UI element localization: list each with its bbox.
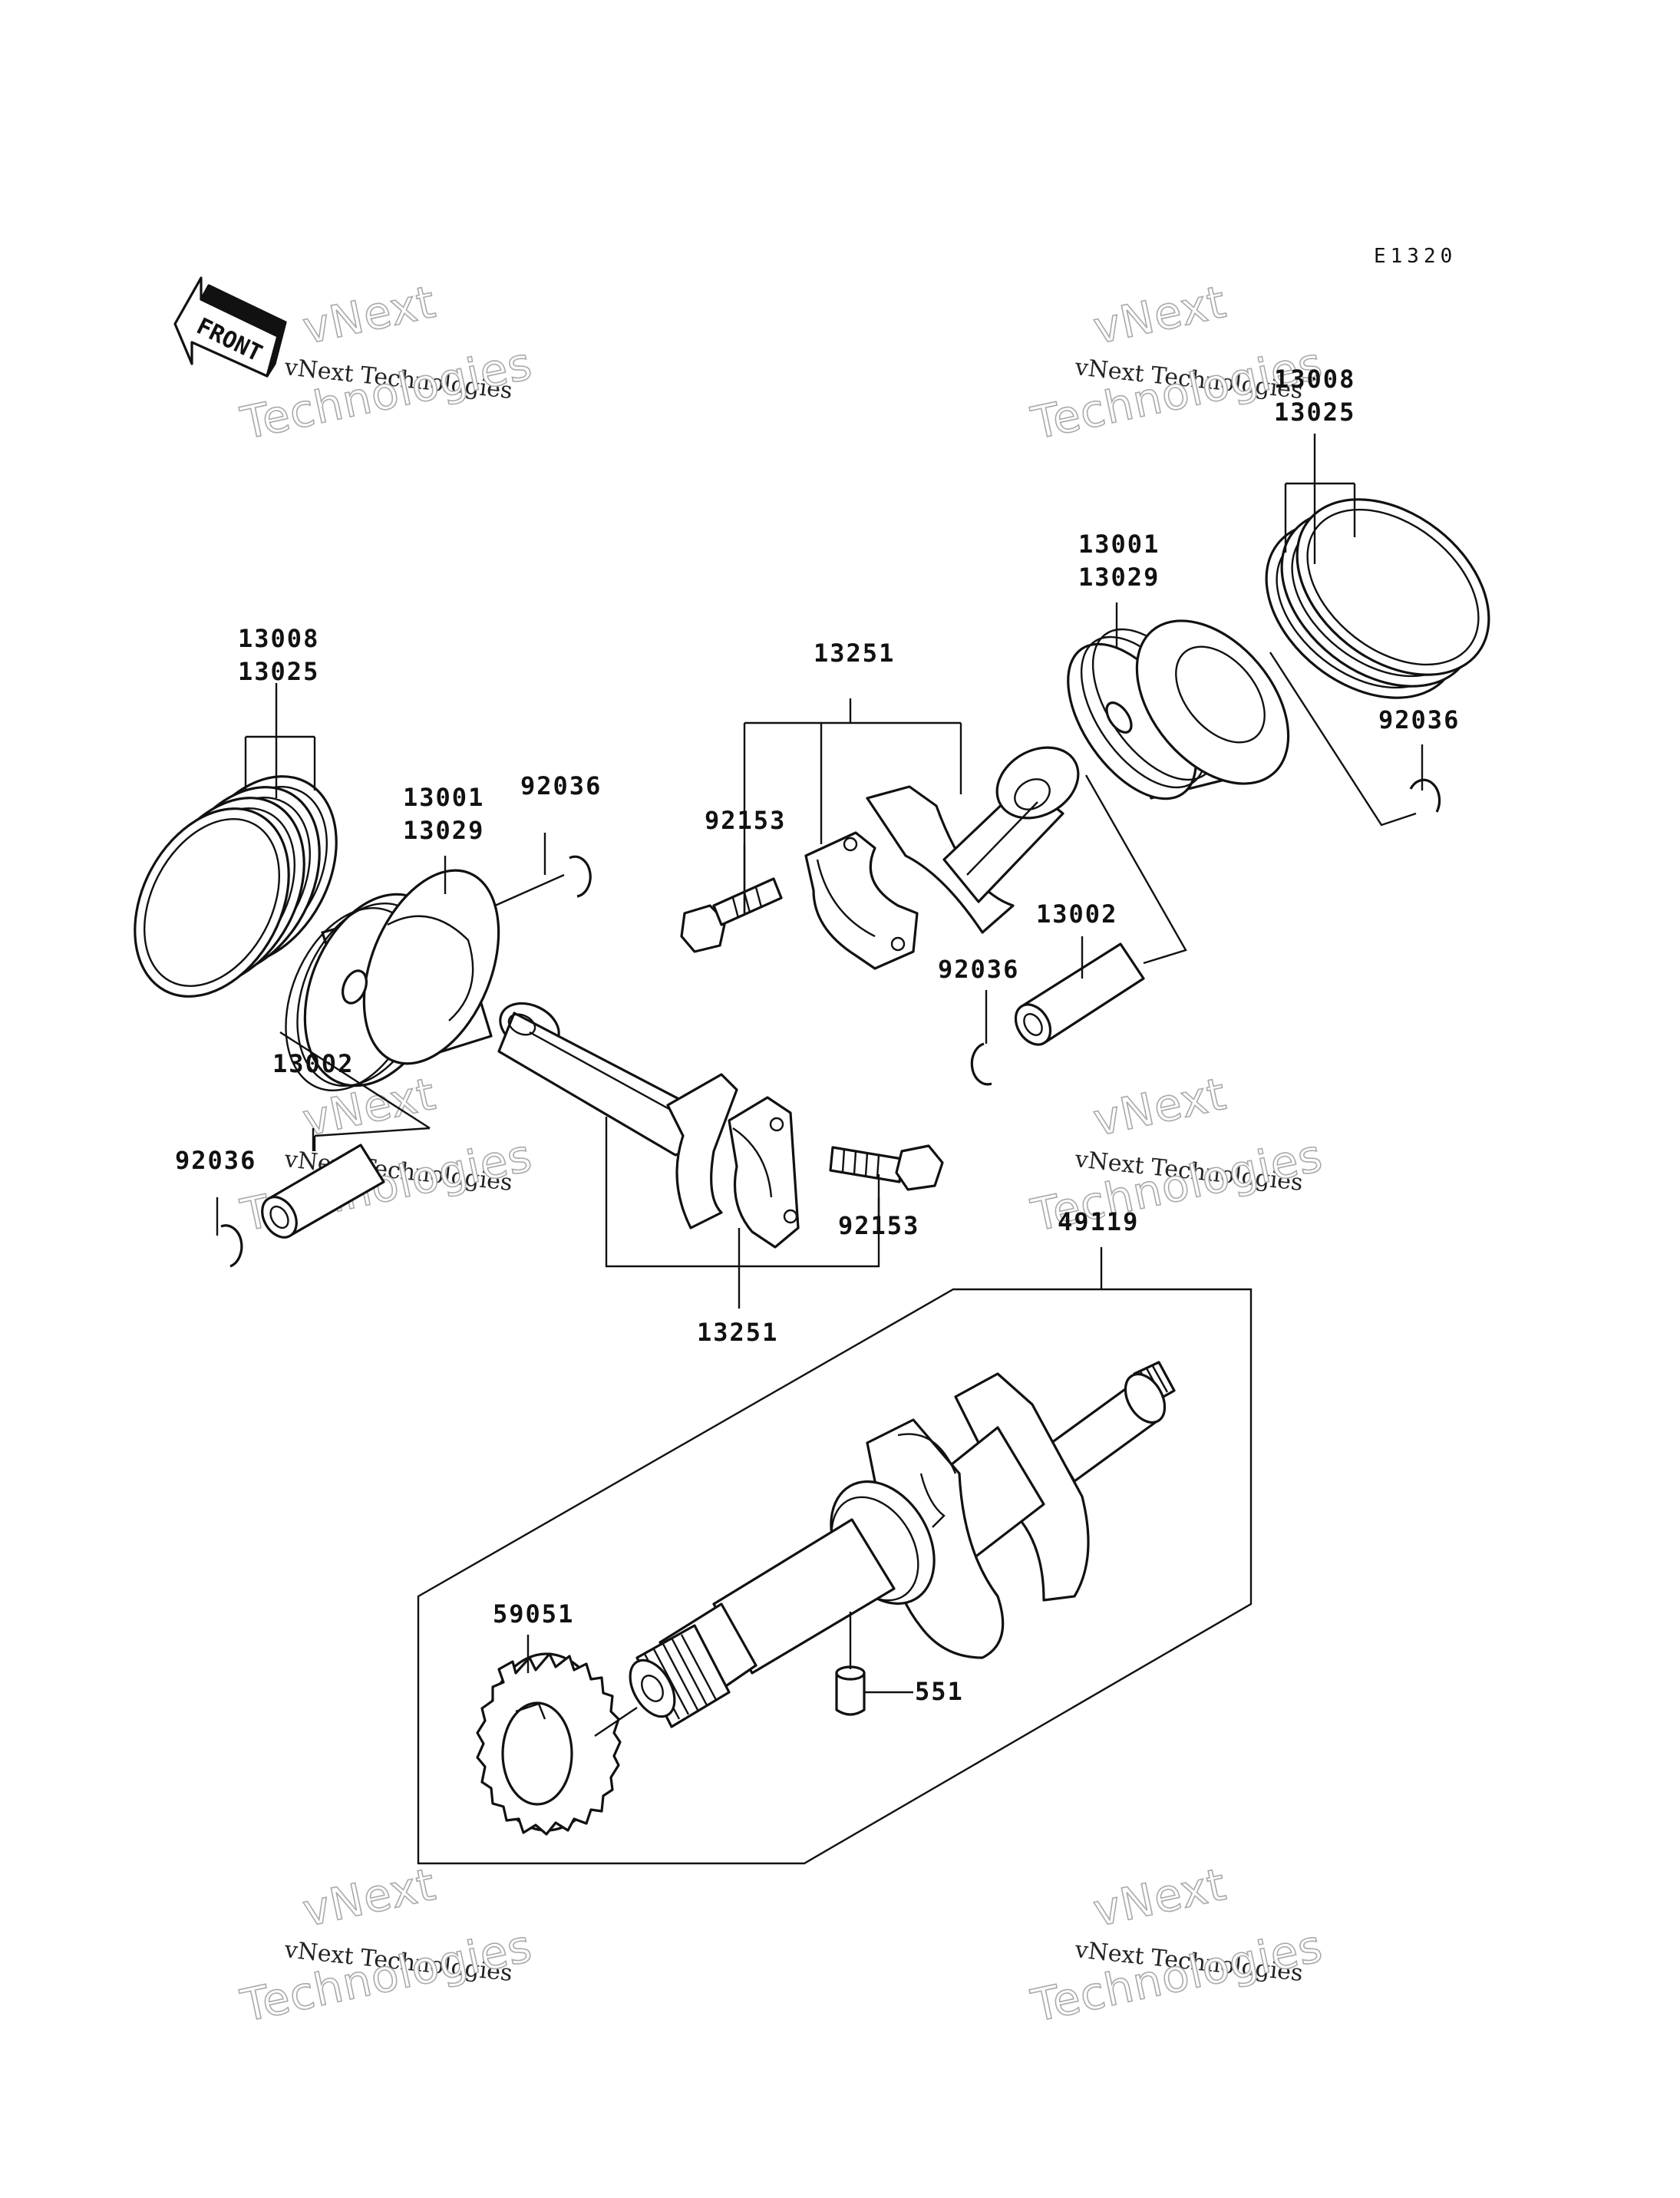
rod-bolt-right bbox=[680, 877, 783, 953]
watermark-top-left: vNext vNext Technologies Technologies bbox=[236, 275, 537, 450]
svg-text:vNext: vNext bbox=[1089, 1858, 1231, 1937]
circlip-right-far bbox=[1409, 778, 1441, 813]
leader-lines bbox=[216, 434, 1424, 1865]
dowel-pin bbox=[835, 1665, 866, 1716]
callout-dowel: 551 bbox=[915, 1677, 964, 1706]
connecting-rod-right bbox=[866, 746, 1080, 934]
piston-right bbox=[1067, 619, 1290, 800]
svg-text:vNext: vNext bbox=[299, 1858, 441, 1937]
callout-rod-assy-left: 13251 bbox=[697, 1318, 778, 1347]
piston-left bbox=[285, 869, 500, 1092]
piston-pin-left bbox=[261, 1144, 385, 1239]
svg-text:vNext: vNext bbox=[1089, 1068, 1231, 1147]
callout-pin-left: 13002 bbox=[272, 1049, 354, 1078]
callout-pin-right: 13002 bbox=[1036, 899, 1117, 929]
callout-gear: 59051 bbox=[493, 1599, 574, 1629]
circlip-left-lower bbox=[220, 1224, 243, 1268]
connecting-rod-left bbox=[497, 1002, 738, 1229]
callout-piston-left-2: 13029 bbox=[403, 816, 484, 845]
rod-cap-right bbox=[804, 831, 919, 970]
callout-crankshaft: 49119 bbox=[1058, 1207, 1139, 1236]
callout-piston-left-1: 13001 bbox=[403, 783, 484, 812]
callout-piston-right-2: 13029 bbox=[1078, 563, 1160, 592]
front-arrow-icon: FRONT bbox=[173, 276, 287, 378]
callout-clip-right-mid: 92036 bbox=[938, 955, 1019, 984]
callout-bolt-right: 92153 bbox=[705, 806, 786, 835]
callout-clip-left-lower: 92036 bbox=[175, 1146, 256, 1175]
svg-text:Technologies: Technologies bbox=[236, 337, 536, 450]
callout-rod-assy-right: 13251 bbox=[814, 639, 895, 668]
svg-text:vNext: vNext bbox=[299, 276, 441, 355]
circlip-left-upper bbox=[569, 855, 592, 898]
callout-rings-right-2: 13025 bbox=[1274, 398, 1355, 427]
rod-bolt-left bbox=[829, 1144, 944, 1191]
circlip-right-mid bbox=[970, 1042, 992, 1086]
svg-text:Technologies: Technologies bbox=[236, 1919, 536, 2032]
piston-rings-right bbox=[1265, 498, 1490, 699]
callout-clip-left-upper: 92036 bbox=[520, 771, 602, 800]
svg-text:Technologies: Technologies bbox=[1027, 1919, 1327, 2032]
crank-gear bbox=[476, 1652, 622, 1836]
crankshaft bbox=[629, 1361, 1176, 1728]
watermark-bottom-right: vNext vNext Technologies Technologies bbox=[1026, 1857, 1328, 2033]
callout-clip-right-far: 92036 bbox=[1378, 705, 1460, 734]
piston-pin-right bbox=[1014, 942, 1145, 1046]
callout-rings-right-1: 13008 bbox=[1274, 365, 1355, 394]
callout-rings-left-1: 13008 bbox=[238, 624, 319, 653]
callout-rings-left-2: 13025 bbox=[238, 657, 319, 686]
watermark-bottom-left: vNext vNext Technologies Technologies bbox=[236, 1857, 537, 2033]
piston-rings-left bbox=[134, 775, 338, 998]
svg-text:vNext: vNext bbox=[1089, 276, 1231, 355]
callout-bolt-left: 92153 bbox=[838, 1211, 919, 1240]
rod-cap-left bbox=[728, 1096, 800, 1249]
diagram-code: E1320 bbox=[1374, 245, 1457, 268]
callout-piston-right-1: 13001 bbox=[1078, 530, 1160, 559]
